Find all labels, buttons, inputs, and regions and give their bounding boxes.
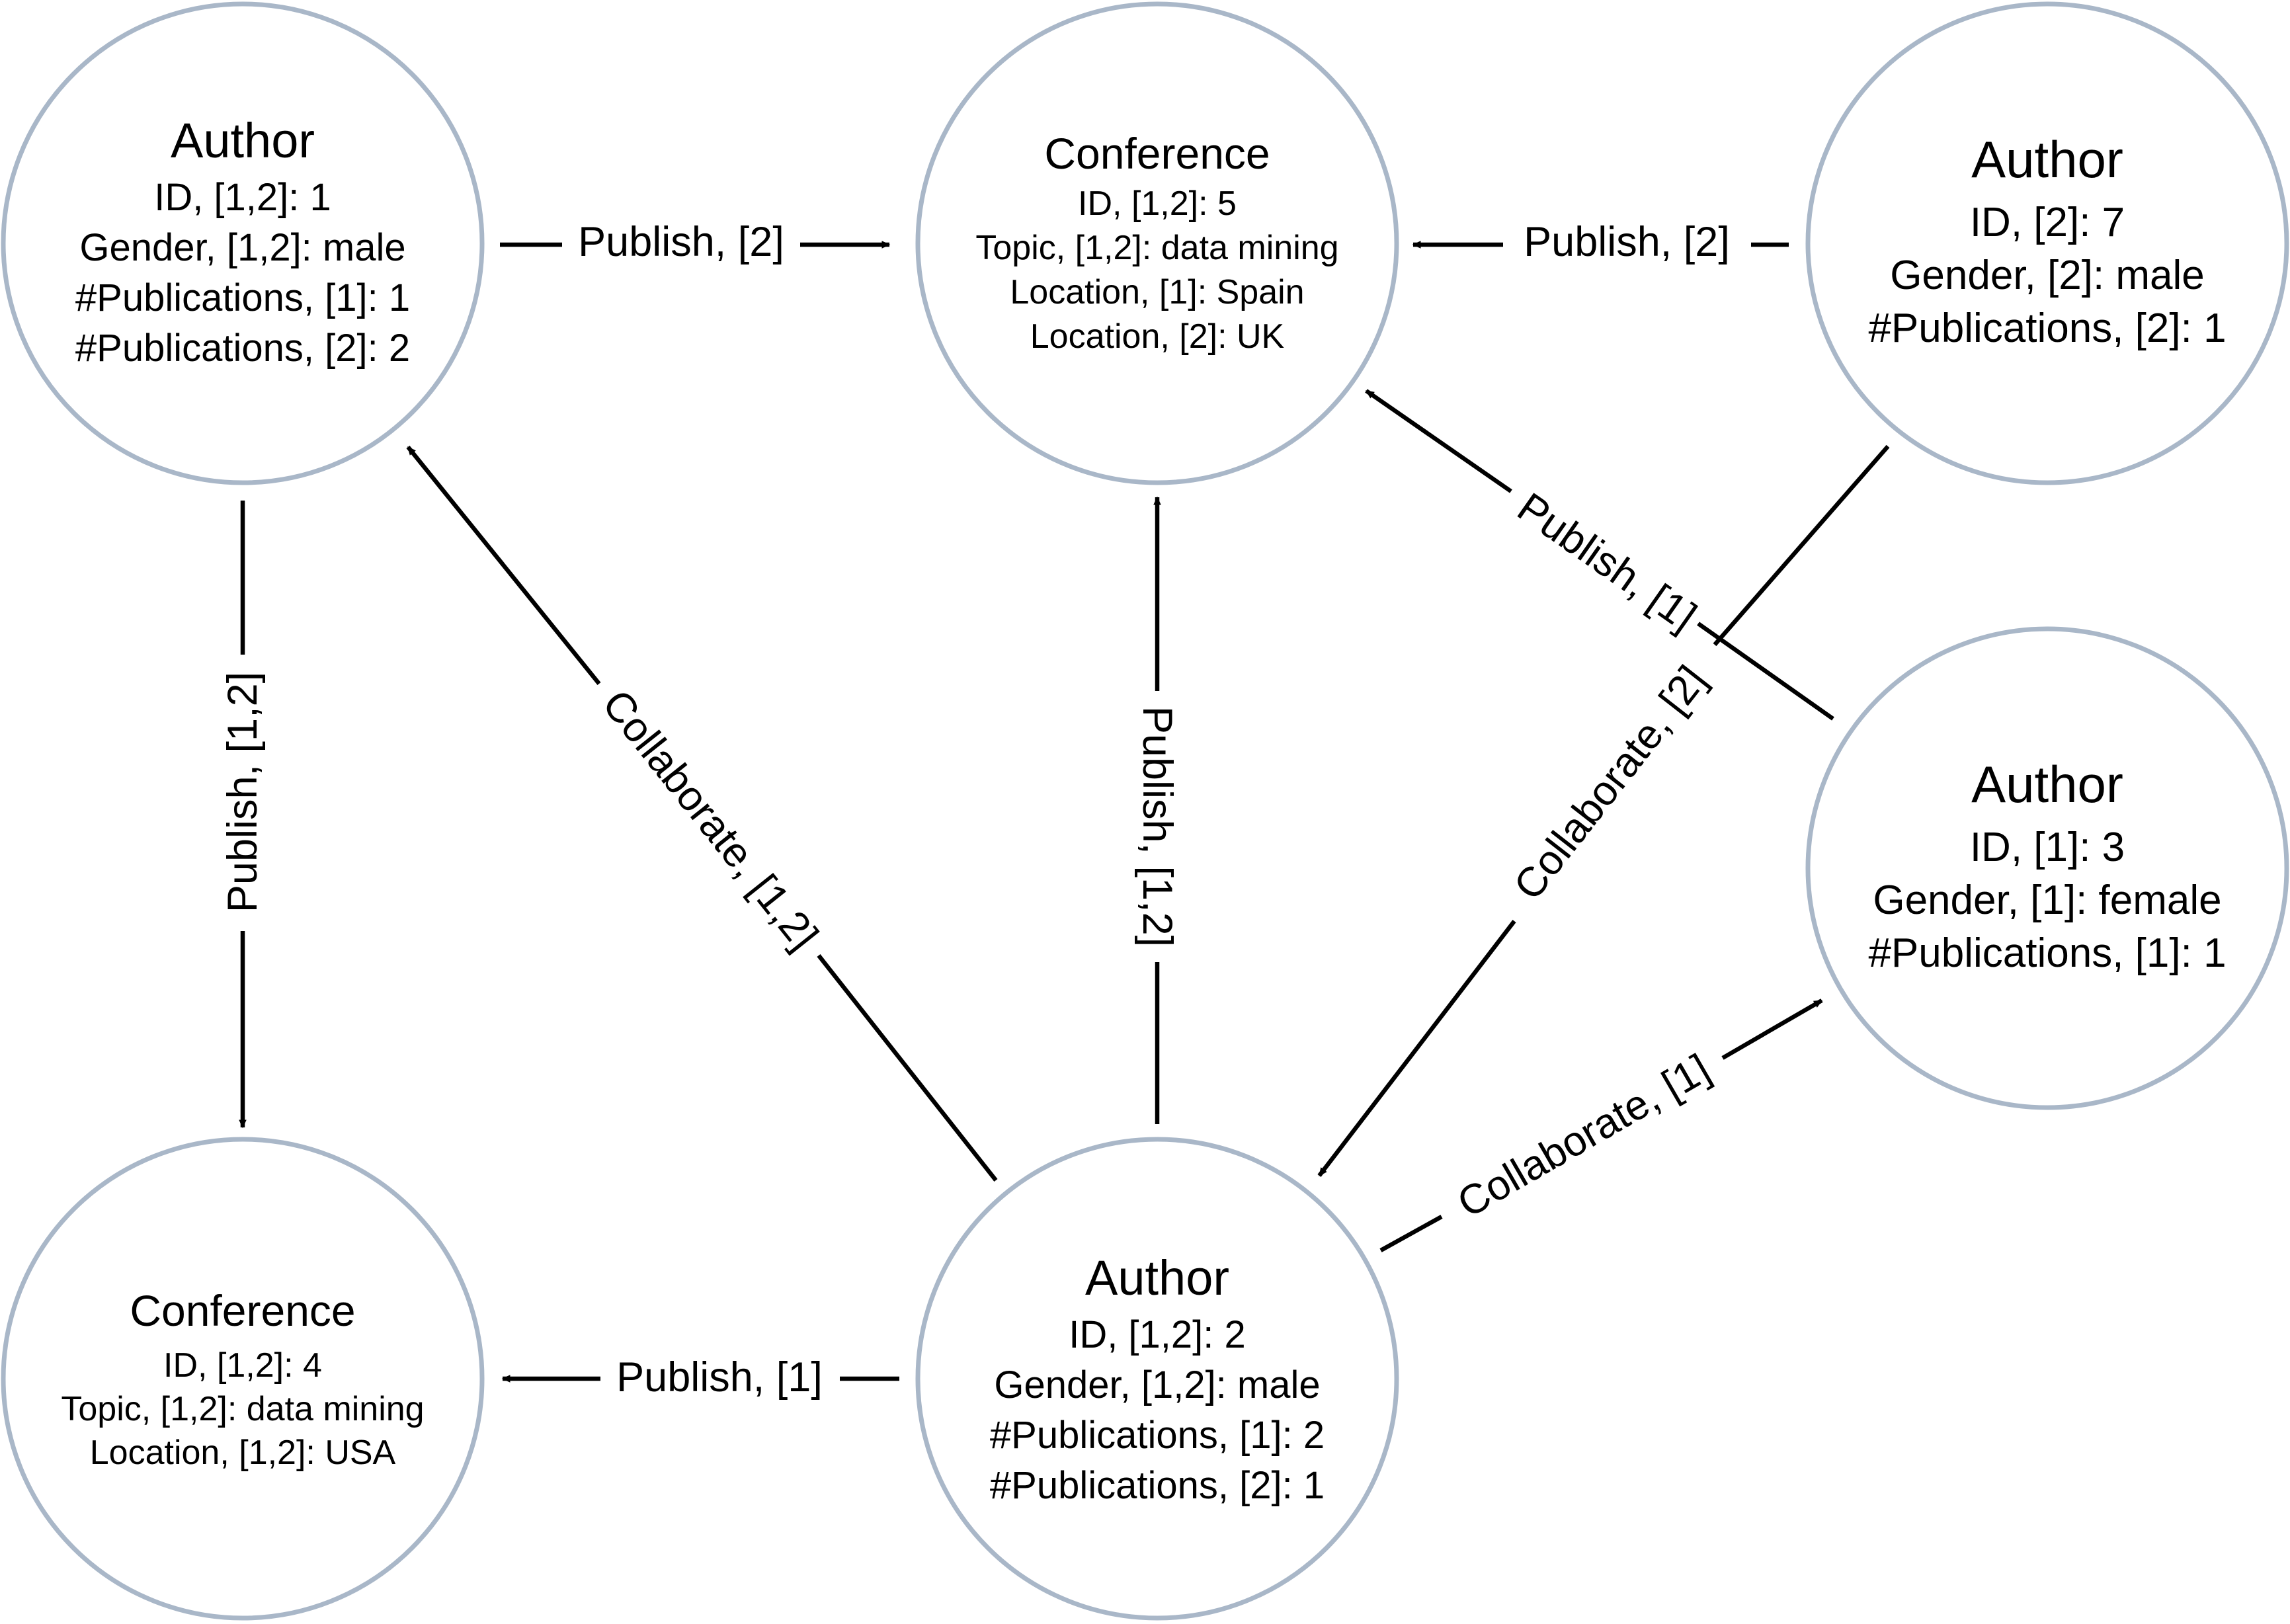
edge-label-author1-conference5: Publish, [2] bbox=[578, 219, 784, 265]
edge-label-author2-author3: Collaborate, [1] bbox=[1450, 1045, 1717, 1227]
node-attribute: Location, [1]: Spain bbox=[1010, 273, 1304, 311]
node-attribute: #Publications, [1]: 1 bbox=[75, 276, 410, 319]
edge-label-author2-author1: Collaborate, [1,2] bbox=[593, 681, 827, 958]
node-conference-5[interactable]: Conference ID, [1,2]: 5 Topic, [1,2]: da… bbox=[915, 1, 1399, 485]
edge-label-author2-conference5: Publish, [1,2] bbox=[1134, 706, 1180, 947]
node-attribute: Gender, [1,2]: male bbox=[79, 226, 405, 269]
edge-label-author7-author2: Collaborate, [2] bbox=[1505, 657, 1715, 909]
node-author-2[interactable]: Author ID, [1,2]: 2 Gender, [1,2]: male … bbox=[915, 1137, 1399, 1621]
edge-author1-conference5: Publish, [2] bbox=[500, 219, 891, 265]
node-title: Author bbox=[1971, 755, 2123, 813]
node-attribute: #Publications, [1]: 1 bbox=[1868, 930, 2226, 976]
node-attribute: #Publications, [2]: 1 bbox=[990, 1464, 1325, 1507]
node-title: Author bbox=[171, 113, 315, 168]
node-attribute: Gender, [2]: male bbox=[1890, 253, 2205, 298]
edge-label-author7-conference5: Publish, [2] bbox=[1524, 219, 1730, 265]
edge-author2-conference4: Publish, [1] bbox=[501, 1354, 899, 1401]
edge-author2-conference5: Publish, [1,2] bbox=[1134, 496, 1180, 1124]
node-author-1[interactable]: Author ID, [1,2]: 1 Gender, [1,2]: male … bbox=[1, 1, 485, 485]
node-title: Author bbox=[1971, 130, 2123, 188]
node-attribute: ID, [1,2]: 1 bbox=[154, 176, 331, 219]
node-conference-4[interactable]: Conference ID, [1,2]: 4 Topic, [1,2]: da… bbox=[1, 1137, 485, 1621]
node-attribute: ID, [1,2]: 5 bbox=[1078, 184, 1237, 223]
node-attribute: ID, [2]: 7 bbox=[1970, 200, 2125, 245]
node-attribute: #Publications, [1]: 2 bbox=[990, 1414, 1325, 1457]
node-attribute: Gender, [1,2]: male bbox=[994, 1363, 1320, 1406]
edge-label-author1-conference4: Publish, [1,2] bbox=[220, 672, 266, 913]
node-title: Conference bbox=[1044, 129, 1270, 178]
node-attribute: #Publications, [2]: 1 bbox=[1868, 305, 2226, 351]
node-title: Author bbox=[1085, 1250, 1229, 1305]
node-attribute: Location, [2]: UK bbox=[1030, 317, 1285, 356]
node-attribute: Topic, [1,2]: data mining bbox=[975, 229, 1338, 267]
node-attribute: Location, [1,2]: USA bbox=[90, 1434, 396, 1472]
edge-label-author2-conference4: Publish, [1] bbox=[616, 1354, 823, 1401]
node-attribute: ID, [1,2]: 2 bbox=[1069, 1313, 1246, 1356]
edge-author3-conference5: Publish, [1] bbox=[1365, 389, 1834, 721]
node-attribute: Topic, [1,2]: data mining bbox=[61, 1390, 424, 1428]
edge-author7-conference5: Publish, [2] bbox=[1412, 219, 1789, 265]
edge-author2-author1: Collaborate, [1,2] bbox=[406, 445, 998, 1182]
node-attribute: Gender, [1]: female bbox=[1873, 877, 2221, 923]
node-attribute: #Publications, [2]: 2 bbox=[75, 327, 410, 370]
node-attribute: ID, [1,2]: 4 bbox=[163, 1346, 322, 1385]
node-attribute: ID, [1]: 3 bbox=[1970, 825, 2125, 870]
node-author-7[interactable]: Author ID, [2]: 7 Gender, [2]: male #Pub… bbox=[1805, 1, 2289, 485]
edge-author2-author3: Collaborate, [1] bbox=[1379, 998, 1823, 1252]
node-title: Conference bbox=[130, 1286, 355, 1335]
node-author-3[interactable]: Author ID, [1]: 3 Gender, [1]: female #P… bbox=[1805, 626, 2289, 1110]
edge-author1-conference4: Publish, [1,2] bbox=[220, 501, 266, 1129]
edge-label-author3-conference5: Publish, [1] bbox=[1509, 484, 1704, 640]
